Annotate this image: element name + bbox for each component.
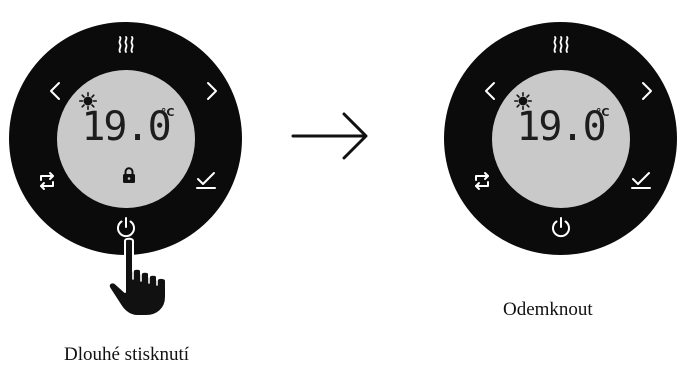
- chevron-right-icon[interactable]: [206, 81, 218, 101]
- chevron-right-icon[interactable]: [641, 81, 653, 101]
- confirm-check-icon[interactable]: [630, 170, 652, 190]
- temperature-readout: 19.0: [81, 104, 171, 151]
- sun-icon: [78, 91, 97, 110]
- heat-icon[interactable]: [552, 36, 570, 54]
- chevron-left-icon[interactable]: [484, 81, 496, 101]
- mode-swap-icon[interactable]: [472, 171, 492, 191]
- control-dial-locked: 19.0 °C: [9, 22, 242, 255]
- temperature-readout: 19.0: [516, 104, 606, 151]
- pointing-hand-icon: [106, 237, 178, 317]
- caption-long-press: Dlouhé stisknutí: [64, 344, 190, 365]
- chevron-left-icon[interactable]: [49, 81, 61, 101]
- caption-unlock: Odemknout: [503, 299, 593, 320]
- arrow-right-icon: [290, 106, 370, 166]
- temperature-unit: °C: [595, 105, 610, 119]
- lock-icon: [122, 166, 136, 183]
- power-icon[interactable]: [550, 216, 572, 238]
- display-screen: 19.0 °C: [491, 69, 630, 208]
- confirm-check-icon[interactable]: [195, 170, 217, 190]
- display-screen: 19.0 °C: [56, 69, 195, 208]
- mode-swap-icon[interactable]: [37, 171, 57, 191]
- control-dial-unlocked: 19.0 °C: [444, 22, 677, 255]
- power-icon[interactable]: [115, 216, 137, 238]
- heat-icon[interactable]: [117, 36, 135, 54]
- sun-icon: [513, 91, 532, 110]
- temperature-unit: °C: [160, 105, 175, 119]
